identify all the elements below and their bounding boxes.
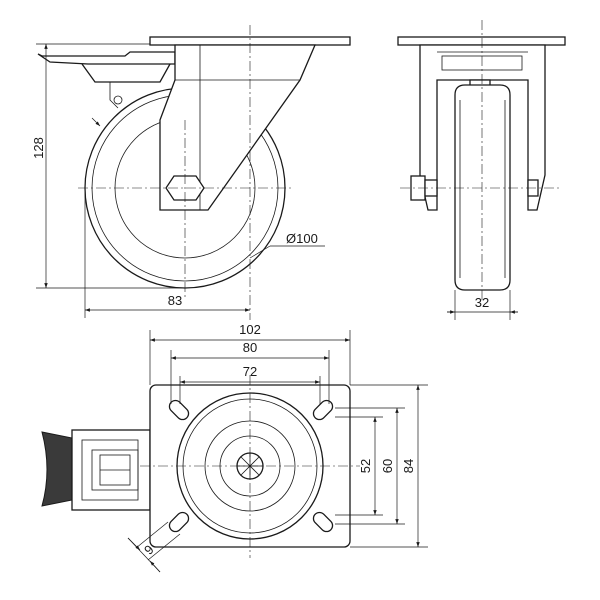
mounting-slot-top-right bbox=[312, 399, 334, 421]
dim-offset-83: 83 bbox=[168, 293, 182, 308]
front-view: 32 bbox=[397, 20, 566, 320]
side-brake-lever bbox=[37, 51, 176, 65]
top-view: 102 80 72 84 60 52 9 bbox=[41, 322, 428, 573]
dim-hole-vspan-60: 60 bbox=[380, 459, 395, 473]
side-fork bbox=[159, 44, 316, 211]
mounting-slot-bottom-right bbox=[312, 511, 334, 533]
dim-plate-width-102: 102 bbox=[239, 322, 261, 337]
side-view: 128 83 Ø100 bbox=[31, 25, 351, 320]
top-brake-pedal bbox=[41, 431, 73, 507]
dim-wheel-width-32: 32 bbox=[475, 295, 489, 310]
mounting-slot-bottom-left bbox=[168, 511, 190, 533]
front-top-plate bbox=[397, 36, 566, 46]
front-wheel bbox=[454, 84, 511, 291]
dim-height-128: 128 bbox=[31, 137, 46, 159]
dim-hole-span-80: 80 bbox=[243, 340, 257, 355]
dim-plate-height-84: 84 bbox=[401, 459, 416, 473]
dim-hole-span-72: 72 bbox=[243, 364, 257, 379]
dim-wheel-diameter: Ø100 bbox=[286, 231, 318, 246]
dim-hole-vspan-52: 52 bbox=[358, 459, 373, 473]
